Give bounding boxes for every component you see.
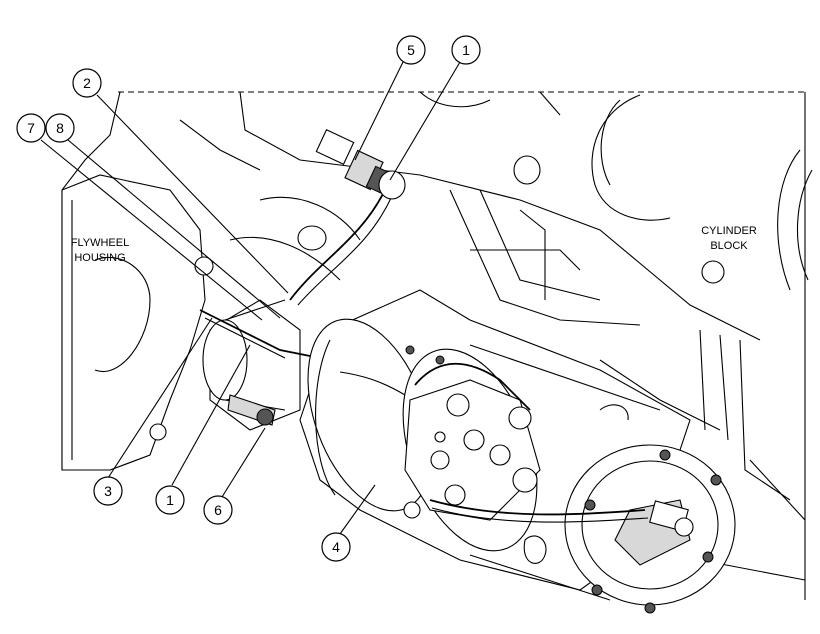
cylinder-block-label-line2: BLOCK [710, 240, 748, 252]
flywheel-housing-label-line1: FLYWHEEL [71, 237, 129, 249]
terminal-block [339, 345, 649, 523]
svg-text:1: 1 [462, 42, 470, 58]
flywheel-housing-label-line2: HOUSING [74, 252, 125, 264]
callout-5: 5 [396, 35, 426, 65]
leader-1-top [389, 61, 461, 181]
leader-6 [221, 427, 266, 498]
svg-text:2: 2 [83, 75, 91, 91]
leader-8 [67, 139, 281, 319]
svg-text:1: 1 [166, 492, 174, 508]
svg-text:5: 5 [407, 42, 415, 58]
leader-2 [96, 94, 289, 294]
cylinder-block-outline [61, 91, 813, 600]
callout-4: 4 [321, 532, 351, 562]
callout-1-bottom: 1 [155, 485, 185, 515]
callout-3: 3 [93, 476, 123, 506]
leader-5 [354, 61, 404, 161]
svg-text:3: 3 [104, 483, 112, 499]
upper-harness [229, 129, 406, 306]
flywheel-housing-label: FLYWHEEL HOUSING [71, 237, 129, 264]
svg-text:8: 8 [56, 120, 64, 136]
flywheel-housing-shape [61, 174, 214, 471]
callouts: 5 1 2 7 8 3 1 6 [16, 35, 481, 562]
cylinder-block-label: CYLINDER BLOCK [701, 225, 757, 252]
leader-4 [339, 484, 376, 535]
callout-7: 7 [16, 113, 46, 143]
svg-text:4: 4 [332, 539, 340, 555]
svg-text:6: 6 [214, 502, 222, 518]
callout-2: 2 [72, 68, 102, 98]
leader-7 [40, 139, 263, 321]
callout-6: 6 [203, 495, 233, 525]
callout-8: 8 [45, 113, 75, 143]
leader-1-bottom [171, 344, 251, 486]
leader-lines [40, 61, 461, 535]
svg-text:7: 7 [27, 120, 35, 136]
callout-1-top: 1 [451, 35, 481, 65]
solenoid [199, 299, 331, 431]
leader-3 [107, 317, 213, 479]
cylinder-block-label-line1: CYLINDER [701, 225, 757, 237]
